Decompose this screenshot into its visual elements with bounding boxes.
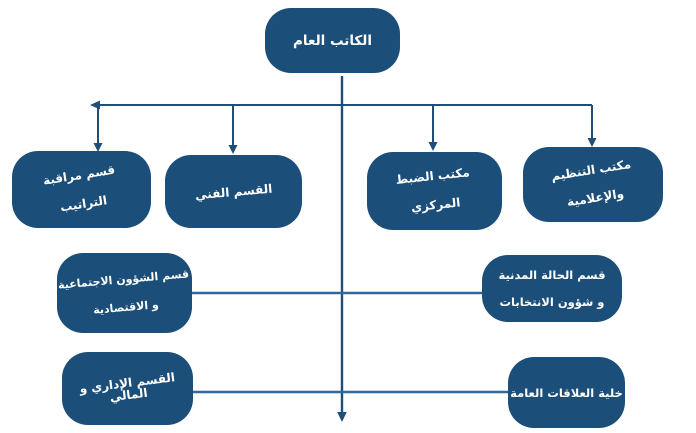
org-node-label: خلية العلاقات العامة [510,386,623,400]
org-node-unit-public-relations: خلية العلاقات العامة [508,357,625,428]
org-node-dept-social-economic-affairs: قسم الشؤون الاجتماعية و الاقتصادية [57,253,192,333]
arrowhead-left-icon [90,100,100,110]
org-node-label: القسم الفني [194,181,272,202]
org-node-label: قسم الحالة المدنية و شؤون الانتخابات [498,262,605,315]
org-node-secretary-general: الكاتب العام [265,8,400,73]
org-node-label: قسم الشؤون الاجتماعية و الاقتصادية [57,260,193,326]
org-node-dept-technical: القسم الفني [165,155,302,228]
org-node-label-line: قسم الحالة المدنية [498,268,606,283]
org-node-label-line: و شؤون الانتخابات [499,294,605,309]
org-node-label-line: خلية العلاقات العامة [510,385,623,400]
arrowhead-down-icon [587,138,597,147]
org-node-dept-admin-financial: القسم الإداري و المالي [62,352,193,425]
arrowhead-down-icon [428,142,438,151]
org-node-office-organization-informatics: مكتب التنظيم والإعلامية [523,147,663,222]
org-node-label-line: الكاتب العام [293,32,372,49]
org-node-label: مكتب التنظيم والإعلامية [549,151,637,218]
org-node-dept-monitoring-procedures: قسم مراقبة التراتيب [12,151,151,228]
arrowhead-down-icon [337,412,347,422]
org-node-label: قسم مراقبة التراتيب [41,155,122,223]
org-node-dept-civil-status-elections: قسم الحالة المدنية و شؤون الانتخابات [482,255,622,322]
org-node-label-line: المركزي [410,195,462,215]
org-node-label-line: القسم الفني [194,181,273,202]
org-node-label: الكاتب العام [293,33,372,49]
org-node-label: مكتب الضبط المركزي [394,158,474,223]
arrowhead-down-icon [228,145,238,154]
org-node-office-central-registry: مكتب الضبط المركزي [367,152,502,230]
org-node-label: القسم الإداري و المالي [78,370,176,407]
